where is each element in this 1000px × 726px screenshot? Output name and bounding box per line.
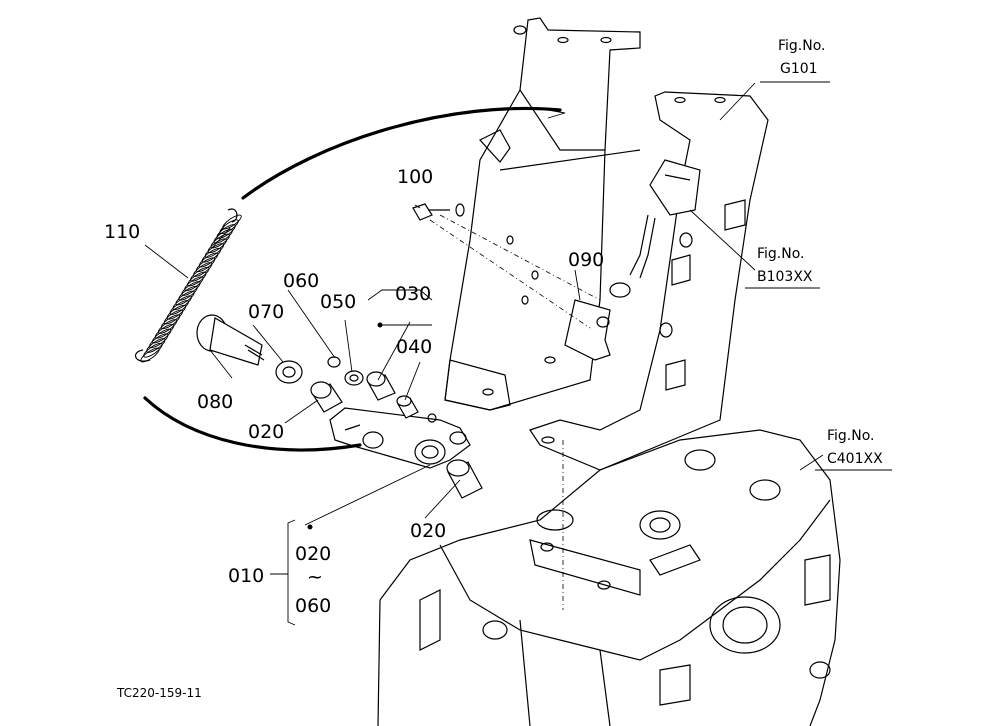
label-080: 080 [197, 391, 233, 413]
fig-c401-label: Fig.No. [827, 428, 875, 444]
label-040: 040 [396, 336, 432, 358]
dot-010 [307, 524, 313, 530]
label-050: 050 [320, 291, 356, 313]
bushing-020-upper [310, 381, 343, 413]
fig-b103-code: B103XX [757, 269, 813, 285]
label-tilde: ~ [307, 566, 323, 588]
label-090: 090 [568, 249, 604, 271]
sensor-switch [609, 159, 701, 298]
label-030: 030 [395, 283, 431, 305]
mounting-bracket [444, 17, 769, 471]
spacer-040 [396, 395, 437, 423]
label-010: 010 [228, 565, 264, 587]
bolt-100 [412, 203, 601, 329]
bushing-020-lower [446, 459, 483, 499]
fig-b103-label: Fig.No. [757, 246, 805, 262]
label-020-left: 020 [248, 421, 284, 443]
label-070: 070 [248, 301, 284, 323]
label-060-range: 060 [295, 595, 331, 617]
fig-g101-label: Fig.No. [778, 38, 826, 54]
nut-060 [327, 356, 341, 368]
label-020-range: 020 [295, 543, 331, 565]
label-110: 110 [104, 221, 140, 243]
drawing-code: TC220-159-11 [116, 686, 202, 700]
lever-bracket-090 [564, 299, 611, 361]
washer-050 [344, 370, 364, 386]
collar-030 [366, 371, 396, 401]
spring-coils [140, 214, 242, 363]
label-060-top: 060 [283, 270, 319, 292]
leader-lines [144, 82, 824, 626]
lever-arm-assembly [329, 407, 471, 469]
spring-hook-arc-upper [241, 106, 562, 200]
fig-c401-code: C401XX [827, 451, 883, 467]
label-100: 100 [397, 166, 433, 188]
spring-hook-arc-lower [143, 396, 362, 452]
washer-070 [275, 360, 303, 384]
pin-080 [196, 314, 265, 366]
label-020-right: 020 [410, 520, 446, 542]
dot-030 [377, 322, 383, 328]
transmission-housing [377, 429, 841, 726]
fig-g101-code: G101 [780, 61, 818, 77]
